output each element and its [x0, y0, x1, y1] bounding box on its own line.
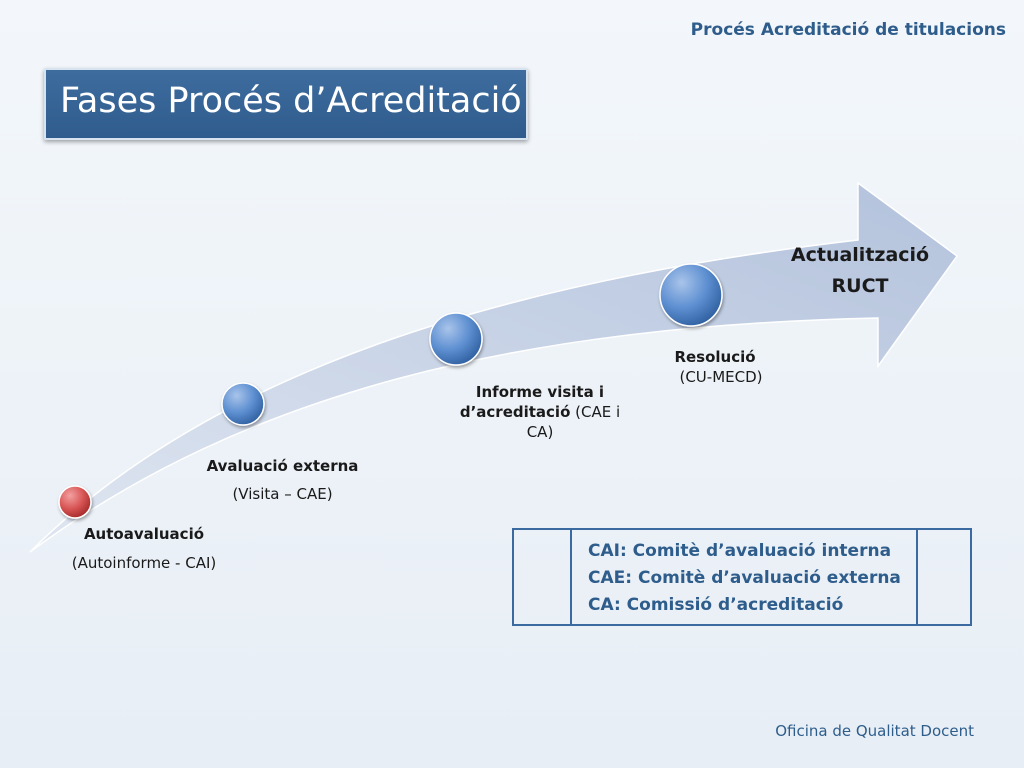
phase-detail: (CAE i CA) [526, 403, 621, 441]
phase-name: Informe visita i d’acreditació [459, 383, 605, 421]
phase-label-autoavaluacio: Autoavaluació (Autoinforme - CAI) [44, 524, 244, 573]
phase-label-avaluacio-externa: Avaluació externa (Visita – CAE) [190, 456, 375, 504]
header-title: Procés Acreditació de titulacions [690, 20, 1006, 40]
phase-detail: (CU-MECD) [679, 368, 763, 386]
title-box: Fases Procés d’Acreditació [44, 68, 528, 140]
phase-marker-avaluacio-externa [221, 382, 265, 426]
phase-label-resolucio: Resolució (CU-MECD) [655, 347, 775, 387]
legend-divider-left [570, 530, 572, 624]
phase-label-informe-visita: Informe visita i d’acreditació (CAE i CA… [455, 382, 625, 442]
phase-name: Resolució [674, 348, 756, 366]
legend-entries: CAI: Comitè d’avaluació interna CAE: Com… [588, 538, 901, 619]
final-step-line2: RUCT [831, 275, 889, 297]
final-step-label: Actualització RUCT [780, 240, 940, 302]
final-step-line1: Actualització [790, 244, 930, 266]
phase-marker-resolucio [659, 263, 723, 327]
phase-name: Autoavaluació [83, 525, 205, 543]
legend-divider-right [916, 530, 918, 624]
phase-detail: (Autoinforme - CAI) [71, 554, 217, 572]
page-title: Fases Procés d’Acreditació [60, 81, 522, 121]
phase-marker-informe-visita [429, 312, 483, 366]
phase-name: Avaluació externa [206, 457, 359, 475]
acronym-legend: CAI: Comitè d’avaluació interna CAE: Com… [512, 528, 972, 626]
process-arrow [29, 181, 959, 553]
legend-entry-cae: CAE: Comitè d’avaluació externa [588, 568, 901, 588]
legend-entry-ca: CA: Comissió d’acreditació [588, 595, 844, 615]
phase-detail: (Visita – CAE) [232, 485, 333, 503]
legend-entry-cai: CAI: Comitè d’avaluació interna [588, 541, 892, 561]
footer-text: Oficina de Qualitat Docent [775, 722, 974, 740]
phase-marker-autoavaluacio [58, 485, 92, 519]
